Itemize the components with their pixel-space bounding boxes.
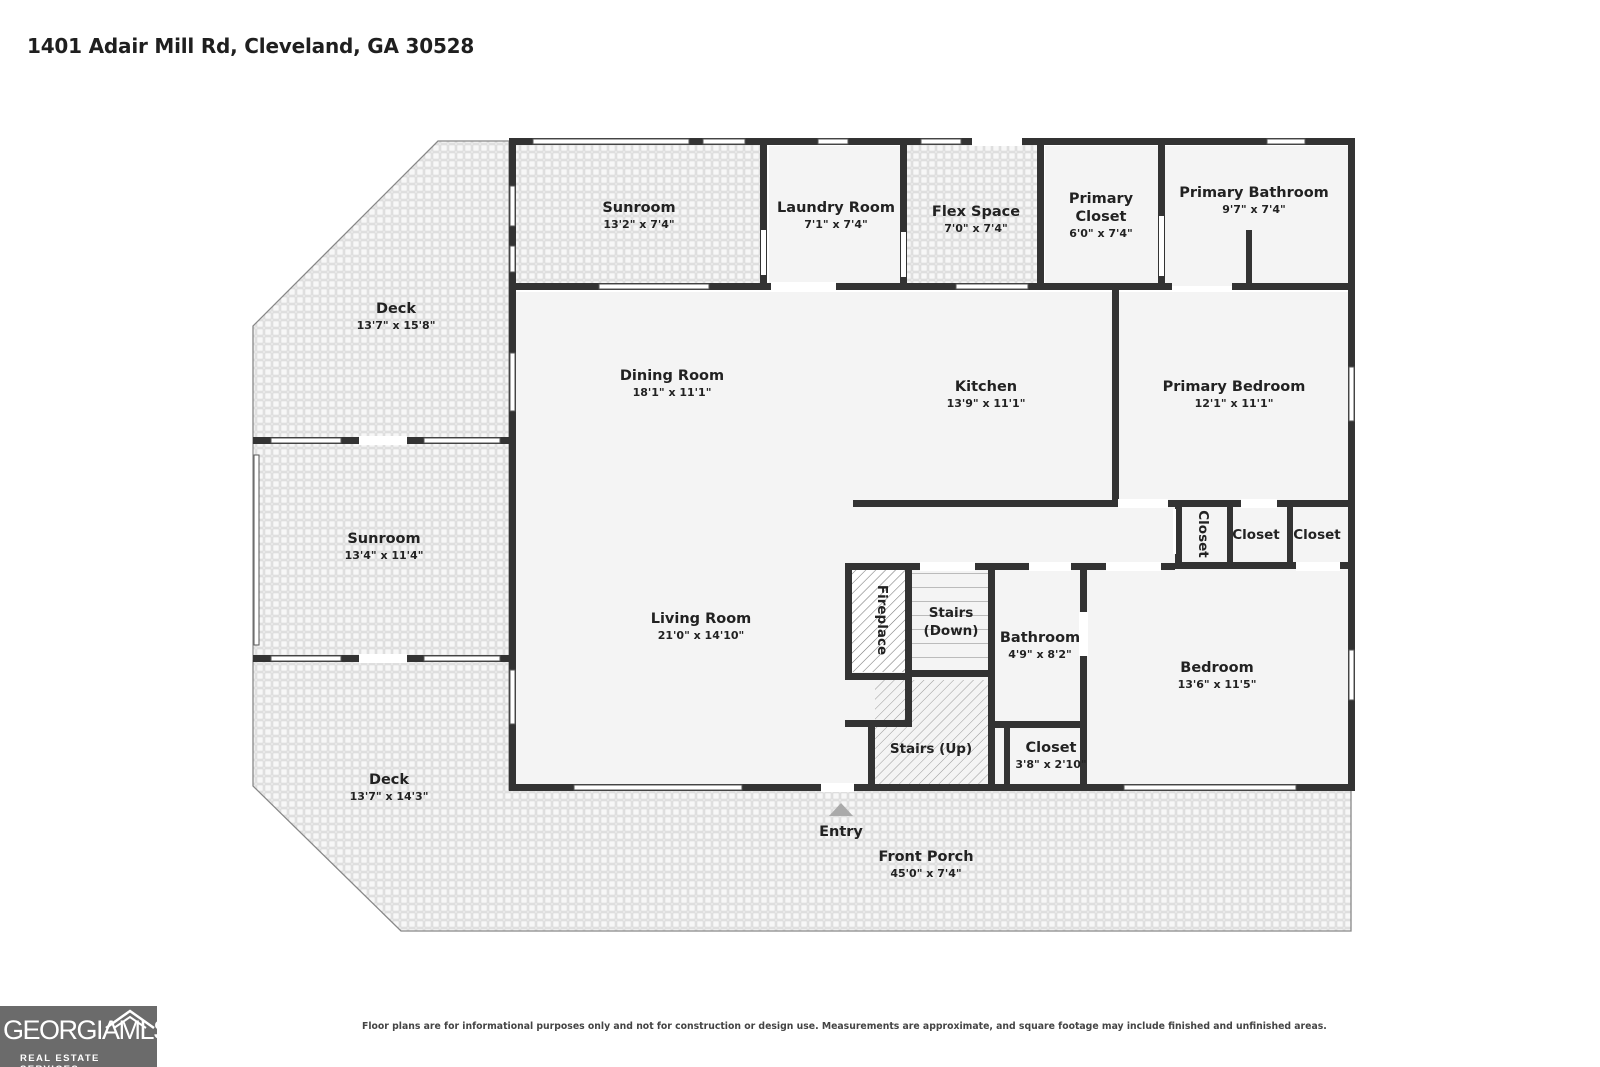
stairs-up-label: Stairs (Up)	[890, 741, 972, 757]
svg-text:Sunroom: Sunroom	[347, 531, 420, 547]
svg-text:Dining Room: Dining Room	[620, 368, 724, 384]
room-sunroom-side: Sunroom 13'4" x 11'4"	[345, 531, 424, 562]
svg-text:21'0" x 14'10": 21'0" x 14'10"	[658, 629, 745, 642]
fireplace-hatch	[850, 565, 907, 672]
house-roof-icon	[105, 1009, 155, 1030]
deck-upper-floor	[252, 140, 510, 444]
room-primary-bedroom: Primary Bedroom 12'1" x 11'1"	[1163, 379, 1306, 410]
entry-label: Entry	[819, 824, 863, 840]
svg-text:7'1" x 7'4": 7'1" x 7'4"	[804, 218, 868, 231]
sunroom-top-floor	[509, 141, 763, 286]
room-dining: Dining Room 18'1" x 11'1"	[620, 368, 724, 399]
stairs-down-label-2: (Down)	[924, 623, 979, 639]
svg-text:Primary Bedroom: Primary Bedroom	[1163, 379, 1306, 395]
svg-text:Living Room: Living Room	[651, 611, 752, 627]
room-primary-bathroom: Primary Bathroom 9'7" x 7'4"	[1179, 185, 1329, 216]
svg-text:Laundry Room: Laundry Room	[777, 200, 895, 216]
room-laundry: Laundry Room 7'1" x 7'4"	[777, 200, 895, 231]
exterior-tiles	[252, 140, 1352, 932]
svg-text:6'0" x 7'4": 6'0" x 7'4"	[1069, 227, 1133, 240]
property-address: 1401 Adair Mill Rd, Cleveland, GA 30528	[27, 34, 475, 58]
closet-b-label: Closet	[1293, 527, 1341, 543]
svg-text:13'9" x 11'1": 13'9" x 11'1"	[947, 397, 1026, 410]
closet-vertical-label: Closet	[1195, 510, 1211, 558]
svg-text:13'4" x 11'4": 13'4" x 11'4"	[345, 549, 424, 562]
svg-text:Front Porch: Front Porch	[878, 849, 973, 865]
svg-text:Deck: Deck	[376, 301, 416, 317]
svg-text:Flex Space: Flex Space	[932, 204, 1020, 220]
room-deck-upper: Deck 13'7" x 15'8"	[357, 301, 436, 332]
room-flex-space: Flex Space 7'0" x 7'4"	[932, 204, 1020, 235]
room-labels: Deck 13'7" x 15'8" Sunroom 13'2" x 7'4" …	[345, 185, 1342, 880]
svg-text:12'1" x 11'1": 12'1" x 11'1"	[1195, 397, 1274, 410]
svg-text:13'7" x 15'8": 13'7" x 15'8"	[357, 319, 436, 332]
logo-text: GEORGIAMLS	[3, 1015, 157, 1045]
disclaimer-text: Floor plans are for informational purpos…	[362, 1021, 1327, 1032]
svg-text:Kitchen: Kitchen	[955, 379, 1017, 395]
svg-text:18'1" x 11'1": 18'1" x 11'1"	[633, 386, 712, 399]
windows	[253, 137, 1355, 792]
svg-text:Primary: Primary	[1069, 191, 1134, 207]
room-bedroom: Bedroom 13'6" x 11'5"	[1178, 660, 1257, 691]
fireplace-label: Fireplace	[874, 585, 890, 655]
room-kitchen: Kitchen 13'9" x 11'1"	[947, 379, 1026, 410]
room-living: Living Room 21'0" x 14'10"	[651, 611, 752, 642]
room-primary-closet: Primary Closet 6'0" x 7'4"	[1069, 191, 1134, 240]
svg-text:Bedroom: Bedroom	[1180, 660, 1253, 676]
svg-text:9'7" x 7'4": 9'7" x 7'4"	[1222, 203, 1286, 216]
sunroom-side-floor	[252, 442, 510, 662]
flex-floor	[903, 141, 1040, 286]
svg-text:Sunroom: Sunroom	[602, 200, 675, 216]
stairs-up-hatch	[875, 680, 991, 785]
interior-floors	[514, 146, 1354, 788]
room-deck-lower: Deck 13'7" x 14'3"	[350, 772, 429, 803]
stairs-down-treads	[912, 572, 990, 670]
svg-text:3'8" x 2'10": 3'8" x 2'10"	[1015, 758, 1086, 771]
svg-text:13'7" x 14'3": 13'7" x 14'3"	[350, 790, 429, 803]
logo-subtext: REAL ESTATE SERVICES	[20, 1053, 100, 1067]
svg-text:45'0" x 7'4": 45'0" x 7'4"	[890, 867, 961, 880]
room-front-porch: Front Porch 45'0" x 7'4"	[878, 849, 973, 880]
room-sunroom-top: Sunroom 13'2" x 7'4"	[602, 200, 675, 231]
stairs-down-label-1: Stairs	[929, 605, 974, 621]
svg-text:4'9" x 8'2": 4'9" x 8'2"	[1008, 648, 1072, 661]
svg-text:Closet: Closet	[1076, 209, 1127, 225]
svg-text:Deck: Deck	[369, 772, 409, 788]
room-bathroom: Bathroom 4'9" x 8'2"	[1000, 630, 1080, 661]
svg-text:13'2" x 7'4": 13'2" x 7'4"	[603, 218, 674, 231]
room-closet-small: Closet 3'8" x 2'10"	[1015, 740, 1086, 771]
svg-text:13'6" x 11'5": 13'6" x 11'5"	[1178, 678, 1257, 691]
svg-text:Closet: Closet	[1026, 740, 1077, 756]
svg-text:Primary Bathroom: Primary Bathroom	[1179, 185, 1329, 201]
entry-arrow-icon	[829, 803, 853, 816]
georgia-mls-logo: GEORGIAMLS REAL ESTATE SERVICES	[0, 1006, 157, 1067]
svg-text:7'0" x 7'4": 7'0" x 7'4"	[944, 222, 1008, 235]
closet-a-label: Closet	[1232, 527, 1280, 543]
svg-text:Bathroom: Bathroom	[1000, 630, 1080, 646]
